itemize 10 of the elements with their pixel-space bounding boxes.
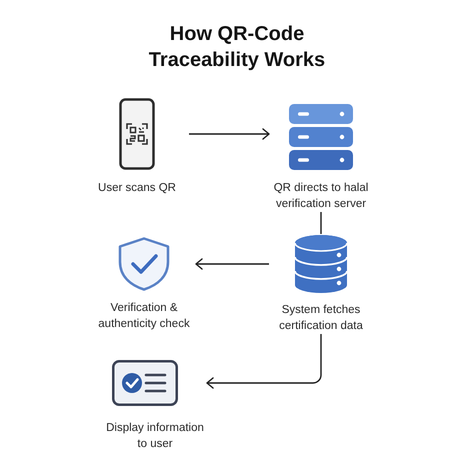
step-label: Display information to user [105, 421, 205, 452]
step-label: System fetches certification data [278, 303, 364, 334]
connector-line [320, 212, 322, 234]
step-label: Verification & authenticity check [97, 301, 191, 332]
arrow [189, 128, 270, 140]
step-label: User scans QR [98, 181, 176, 196]
arrow [195, 258, 269, 270]
title: How QR-Code Traceability Works [148, 22, 326, 73]
arrow [206, 334, 322, 389]
step-label: QR directs to halal verification server [272, 181, 370, 212]
